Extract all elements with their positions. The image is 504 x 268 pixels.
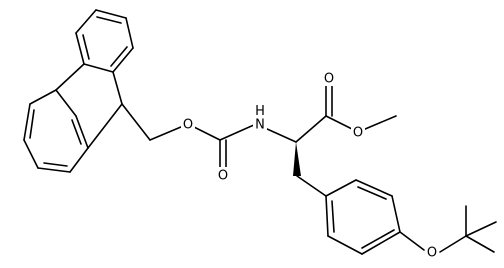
bond xyxy=(75,9,97,34)
atom-label-ester-oxygen: O xyxy=(353,126,363,141)
bond xyxy=(29,89,57,105)
atom-labels: O O N H O O O xyxy=(181,70,439,261)
atom-background xyxy=(351,124,365,140)
bond xyxy=(95,9,127,19)
amino-acid-core xyxy=(255,83,397,197)
bond xyxy=(23,139,39,169)
fluorene-five-ring xyxy=(55,63,123,149)
atom-background xyxy=(253,105,267,131)
bond xyxy=(325,179,357,197)
stereo-wedge-bond xyxy=(293,142,301,176)
bond xyxy=(75,115,89,149)
bond xyxy=(355,179,393,197)
bond-double-inner xyxy=(331,200,335,233)
bond xyxy=(296,175,327,197)
bond xyxy=(112,47,134,73)
bond xyxy=(121,103,151,141)
bond xyxy=(327,235,363,255)
bond xyxy=(23,103,31,141)
bond xyxy=(112,71,123,105)
bond xyxy=(399,231,425,251)
atom-label-ether-oxygen: O xyxy=(183,118,193,133)
fluorene-lower-ring xyxy=(23,89,89,173)
bond xyxy=(361,231,401,255)
atom-background xyxy=(181,116,195,132)
bond-double-inner xyxy=(110,46,128,67)
bond xyxy=(55,63,85,91)
bond-double-inner xyxy=(82,34,90,60)
bond xyxy=(69,147,89,173)
bond-double-inner xyxy=(361,229,395,249)
bond xyxy=(295,115,327,143)
bond xyxy=(55,89,77,117)
phenyl-ring xyxy=(325,179,401,255)
atom-label-amide-hydrogen: H xyxy=(255,104,265,119)
atom-background xyxy=(322,70,336,86)
bond-double-inner xyxy=(96,16,122,24)
bond xyxy=(87,103,123,149)
atom-label-amide-nitrogen: N xyxy=(255,118,265,133)
bond-double-inner xyxy=(71,119,82,145)
bond-double-inner xyxy=(357,186,387,200)
bond-double-inner xyxy=(29,109,35,139)
bond xyxy=(37,167,71,173)
bond-double-inner xyxy=(43,162,68,167)
bond xyxy=(219,123,257,141)
bond xyxy=(83,63,114,73)
atom-background xyxy=(425,244,439,260)
atom-background xyxy=(216,167,230,183)
bond xyxy=(439,235,467,253)
bond xyxy=(391,195,401,233)
bond xyxy=(75,32,85,65)
atom-label-ester-carbonyl-oxygen: O xyxy=(324,72,334,87)
bond xyxy=(125,17,134,49)
tert-butoxy-group xyxy=(399,205,497,253)
bond xyxy=(325,195,329,237)
atom-label-tbu-ether-oxygen: O xyxy=(427,246,437,261)
atom-label-carbamate-carbonyl-oxygen: O xyxy=(218,169,228,184)
fmoc-linker xyxy=(121,103,257,171)
bond xyxy=(465,221,497,237)
bond xyxy=(465,235,495,253)
fluorene-upper-ring xyxy=(75,9,134,73)
